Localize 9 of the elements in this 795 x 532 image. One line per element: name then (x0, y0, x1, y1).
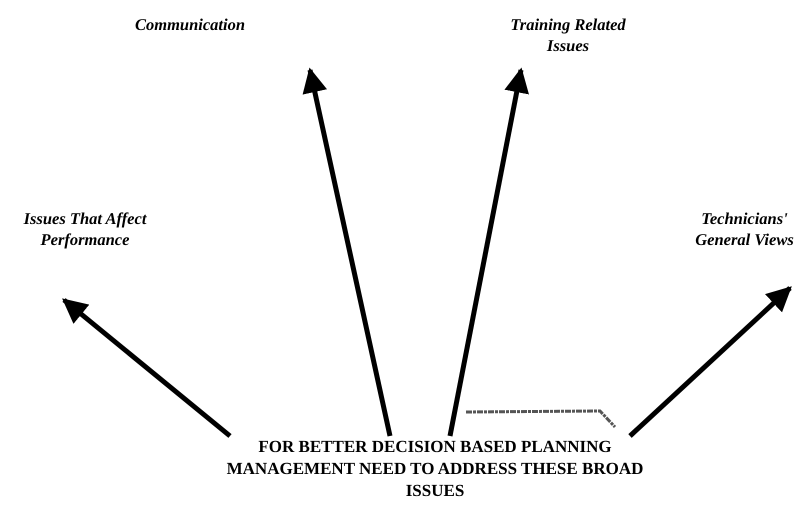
arrow (302, 68, 392, 437)
heading-text: FOR BETTER DECISION BASED PLANNING MANAGEMENT NEED TO ADDRESS THESE BROAD ISSUES (226, 436, 644, 502)
issue-label: Communication (134, 14, 246, 35)
issue-label: Issues That Affect Performance (22, 208, 148, 250)
arrow (448, 68, 529, 436)
issue-label: Training Related Issues (509, 14, 627, 56)
issue-label: Technicians' General Views (694, 208, 795, 250)
arrow (628, 286, 792, 438)
arrow (62, 298, 232, 438)
